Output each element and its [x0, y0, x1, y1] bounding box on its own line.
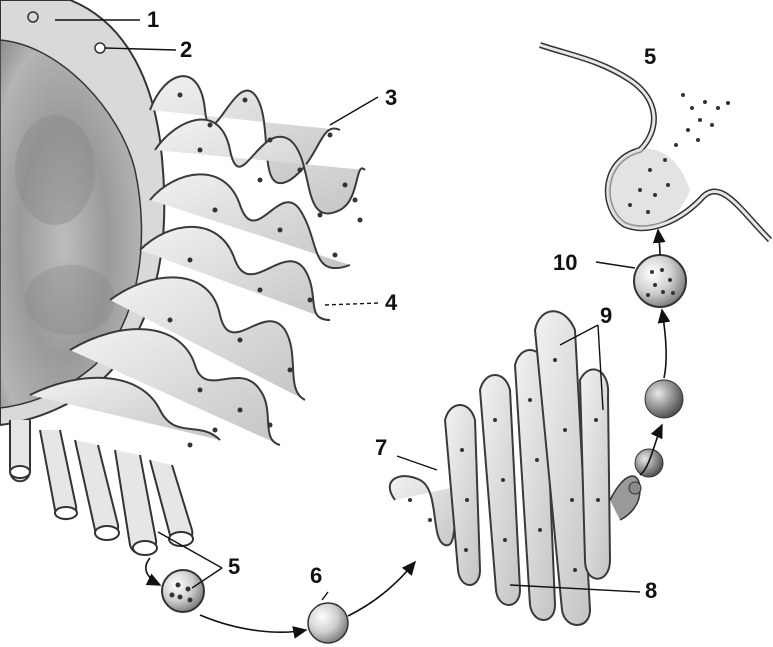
label-5-secretion: 5: [644, 44, 656, 69]
label-7: 7: [375, 435, 387, 460]
chromatin-patch: [25, 265, 115, 335]
label-2: 2: [180, 37, 192, 62]
vesicle: [308, 603, 348, 643]
transport-vesicle: [162, 570, 204, 612]
secretory-granule: [634, 255, 686, 307]
label-1: 1: [147, 7, 159, 32]
label-8: 8: [645, 578, 657, 603]
label-4: 4: [385, 290, 398, 315]
label-5-vesicle: 5: [228, 554, 240, 579]
label-10: 10: [553, 250, 577, 275]
label-9: 9: [600, 303, 612, 328]
nuclear-pore: [95, 43, 105, 53]
er-tubules: [10, 420, 193, 555]
label-6: 6: [310, 563, 322, 588]
golgi-apparatus: [390, 311, 641, 625]
secretory-vesicle: [645, 380, 683, 418]
label-3: 3: [385, 85, 397, 110]
plasma-membrane: [540, 45, 770, 240]
chromatin-patch: [15, 115, 95, 225]
